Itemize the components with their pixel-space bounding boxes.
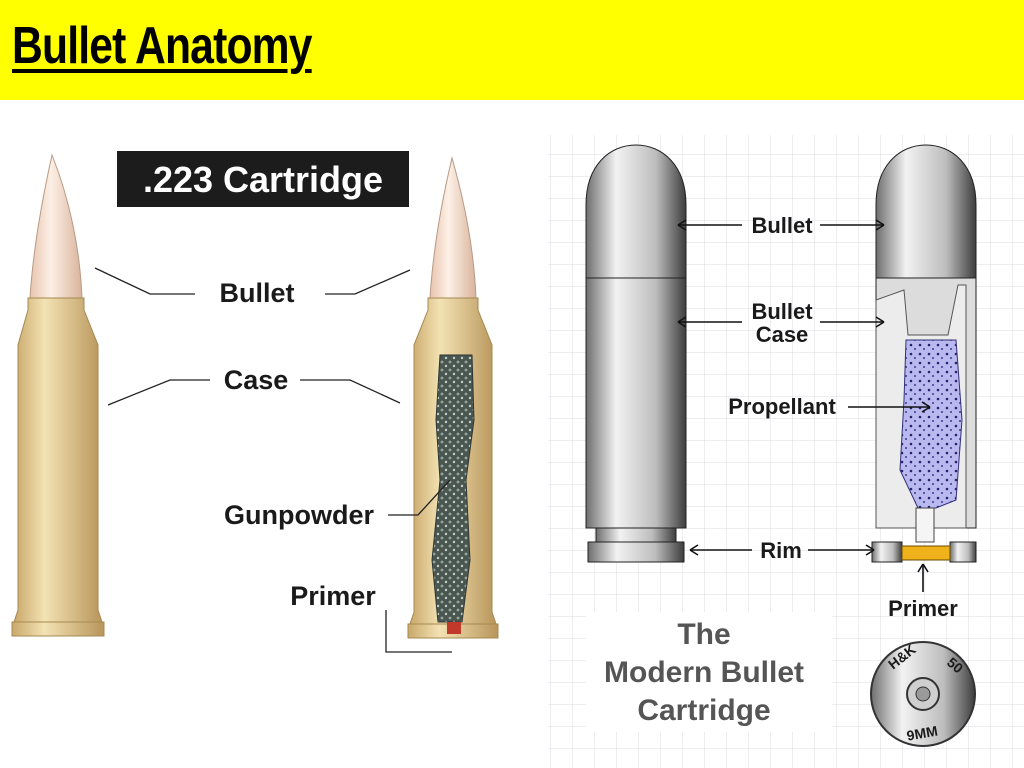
modern-caption: The Modern Bullet Cartridge [586,612,832,732]
label-case: Case [224,365,289,395]
label-propellant: Propellant [728,394,836,419]
label-primer: Primer [290,581,376,611]
label-modern-primer: Primer [888,596,958,621]
label-bullet: Bullet [219,278,294,308]
cartridge-223-cutaway [407,156,499,639]
caption-line-2: Modern Bullet [604,656,804,689]
modern-cartridge-exterior [585,144,687,563]
caption-line-3: Cartridge [637,694,770,727]
label-modern-bullet: Bullet [751,213,813,238]
left-leader-lines [94,267,452,653]
label-rim: Rim [760,538,802,563]
label-bullet-case-line1: Bullet [751,299,813,324]
headstamp-icon: H&K 50 9MM [870,641,976,747]
cartridge-223-exterior [11,153,105,637]
right-leader-arrows [677,219,931,592]
primer-icon [447,622,461,634]
modern-cartridge-cutaway [871,144,977,563]
caption-line-1: The [677,618,730,651]
label-gunpowder: Gunpowder [224,500,374,530]
title-banner: Bullet Anatomy [0,0,1024,100]
label-bullet-case-line2: Case [756,322,809,347]
page-title: Bullet Anatomy [12,17,312,75]
cartridge-223-title: .223 Cartridge [143,159,383,200]
headstamp-caliber: 9MM [905,722,938,743]
cartridge-223-title-box [117,151,409,207]
